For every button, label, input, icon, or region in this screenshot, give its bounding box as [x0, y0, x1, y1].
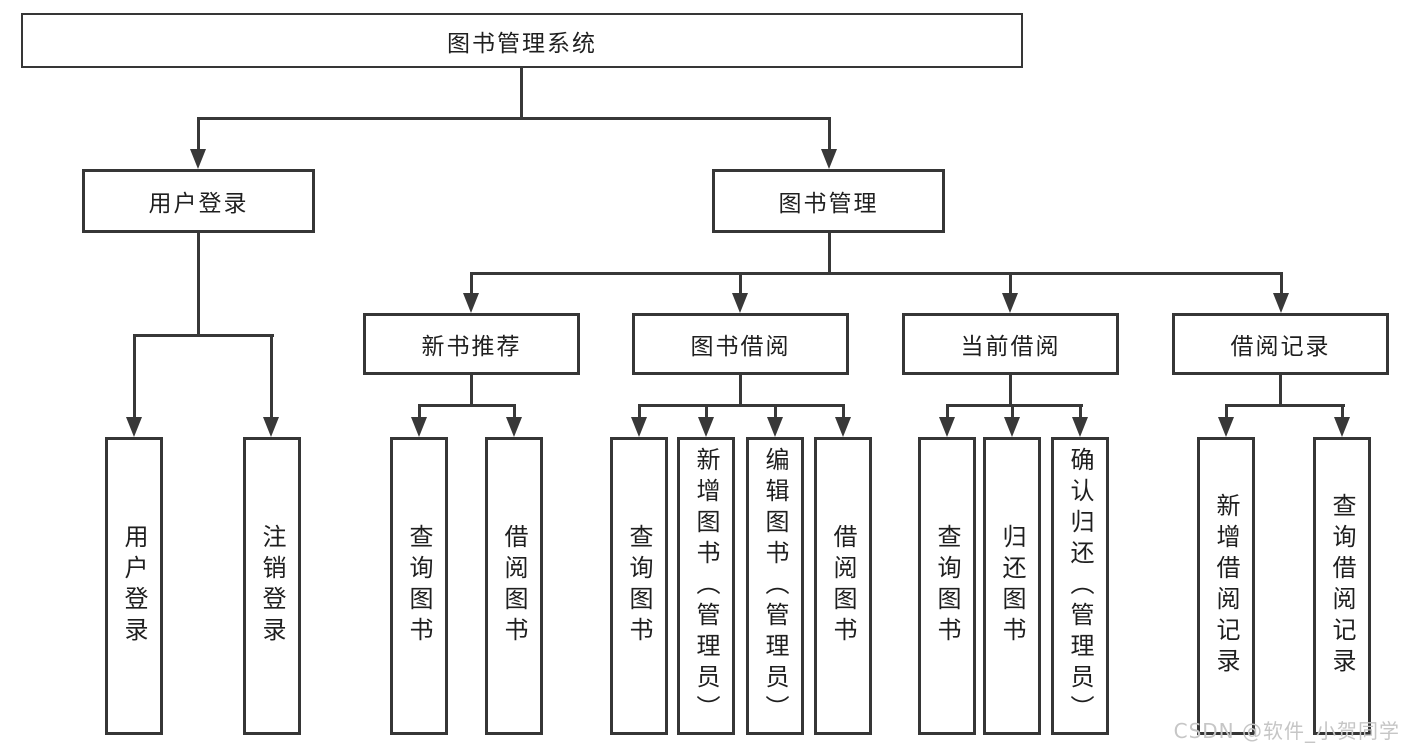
connector-root-to-user: [197, 117, 200, 150]
leaf-label: 编辑图书（管理员）: [761, 446, 789, 726]
leaf-borrow-books-recommend: 借阅图书: [485, 437, 543, 735]
arrowhead-g1-leaf1: [411, 417, 427, 437]
connector-g4-stem: [1279, 375, 1282, 407]
connector-g2-leaf2: [705, 404, 708, 419]
arrowhead-g4-leaf1: [1218, 417, 1234, 437]
node-label: 当前借阅: [960, 334, 1061, 360]
leaf-user-login: 用户登录: [105, 437, 163, 735]
node-label: 图书管理系统: [447, 30, 597, 57]
arrowhead-g2-leaf3: [767, 417, 783, 437]
arrowhead-group3: [1002, 293, 1018, 313]
arrowhead-group2: [732, 293, 748, 313]
arrowhead-user-leaf1: [126, 417, 142, 437]
leaf-label: 归还图书: [998, 524, 1026, 648]
connector-g1-rail: [418, 404, 516, 407]
leaf-edit-books-admin: 编辑图书（管理员）: [746, 437, 804, 735]
leaf-label: 确认归还（管理员）: [1066, 446, 1094, 726]
node-label: 用户登录: [148, 191, 249, 217]
node-book-management: 图书管理: [712, 169, 945, 233]
node-user-login: 用户登录: [82, 169, 315, 233]
leaf-label: 查询图书: [933, 524, 961, 648]
connector-g1-stem: [470, 375, 473, 407]
connector-root-rail: [197, 117, 831, 120]
connector-user-leaf1: [133, 334, 136, 418]
leaf-query-borrow-record: 查询借阅记录: [1313, 437, 1371, 735]
node-borrowing-records: 借阅记录: [1172, 313, 1389, 375]
connector-book-g4: [1280, 272, 1283, 295]
connector-g2-leaf1: [638, 404, 641, 419]
connector-g2-leaf3: [774, 404, 777, 419]
connector-user-leaf2: [270, 334, 273, 418]
connector-g2-leaf4: [842, 404, 845, 419]
arrowhead-g2-leaf4: [835, 417, 851, 437]
leaf-label: 借阅图书: [500, 524, 528, 648]
leaf-query-books-current: 查询图书: [918, 437, 976, 735]
connector-g4-rail: [1225, 404, 1345, 407]
arrowhead-book-management: [821, 149, 837, 169]
connector-root-to-book: [828, 117, 831, 150]
arrowhead-g4-leaf2: [1334, 417, 1350, 437]
connector-book-g3: [1009, 272, 1012, 295]
node-book-borrowing: 图书借阅: [632, 313, 849, 375]
arrowhead-g2-leaf1: [631, 417, 647, 437]
arrowhead-user-login: [190, 149, 206, 169]
connector-root-stem: [520, 66, 523, 119]
connector-g4-leaf2: [1341, 404, 1344, 419]
leaf-label: 借阅图书: [829, 524, 857, 648]
node-label: 图书管理: [778, 191, 879, 217]
leaf-label: 注销登录: [258, 524, 286, 648]
leaf-query-books-borrowing: 查询图书: [610, 437, 668, 735]
csdn-watermark: CSDN @软件_小贺同学: [1173, 719, 1400, 743]
node-label: 图书借阅: [690, 334, 791, 360]
node-library-management-system: 图书管理系统: [21, 13, 1023, 68]
arrowhead-g2-leaf2: [698, 417, 714, 437]
leaf-query-books-recommend: 查询图书: [390, 437, 448, 735]
leaf-label: 新增图书（管理员）: [692, 446, 720, 726]
connector-g1-leaf2: [513, 404, 516, 419]
connector-book-g2: [739, 272, 742, 295]
connector-book-stem: [828, 233, 831, 275]
leaf-add-borrow-record: 新增借阅记录: [1197, 437, 1255, 735]
leaf-borrow-books: 借阅图书: [814, 437, 872, 735]
connector-book-rail: [470, 272, 1283, 275]
leaf-label: 新增借阅记录: [1212, 493, 1240, 679]
connector-g3-leaf2: [1011, 404, 1014, 419]
connector-g1-leaf1: [418, 404, 421, 419]
connector-book-g1: [470, 272, 473, 295]
arrowhead-g3-leaf2: [1004, 417, 1020, 437]
node-current-borrowing: 当前借阅: [902, 313, 1119, 375]
connector-user-stem: [197, 233, 200, 337]
arrowhead-group4: [1273, 293, 1289, 313]
leaf-label: 查询图书: [405, 524, 433, 648]
node-label: 借阅记录: [1230, 334, 1331, 360]
arrowhead-g1-leaf2: [506, 417, 522, 437]
node-label: 新书推荐: [421, 334, 522, 360]
connector-g3-rail: [946, 404, 1083, 407]
leaf-label: 查询借阅记录: [1328, 493, 1356, 679]
leaf-confirm-return-admin: 确认归还（管理员）: [1051, 437, 1109, 735]
leaf-add-books-admin: 新增图书（管理员）: [677, 437, 735, 735]
node-new-book-recommendation: 新书推荐: [363, 313, 580, 375]
arrowhead-user-leaf2: [263, 417, 279, 437]
arrowhead-g3-leaf1: [939, 417, 955, 437]
connector-user-rail: [133, 334, 274, 337]
leaf-label: 查询图书: [625, 524, 653, 648]
connector-g3-stem: [1009, 375, 1012, 407]
leaf-label: 用户登录: [120, 524, 148, 648]
connector-g3-leaf3: [1079, 404, 1082, 419]
leaf-logout: 注销登录: [243, 437, 301, 735]
arrowhead-g3-leaf3: [1072, 417, 1088, 437]
connector-g2-rail: [638, 404, 845, 407]
connector-g4-leaf1: [1225, 404, 1228, 419]
arrowhead-group1: [463, 293, 479, 313]
leaf-return-books: 归还图书: [983, 437, 1041, 735]
connector-g3-leaf1: [946, 404, 949, 419]
connector-g2-stem: [739, 375, 742, 407]
